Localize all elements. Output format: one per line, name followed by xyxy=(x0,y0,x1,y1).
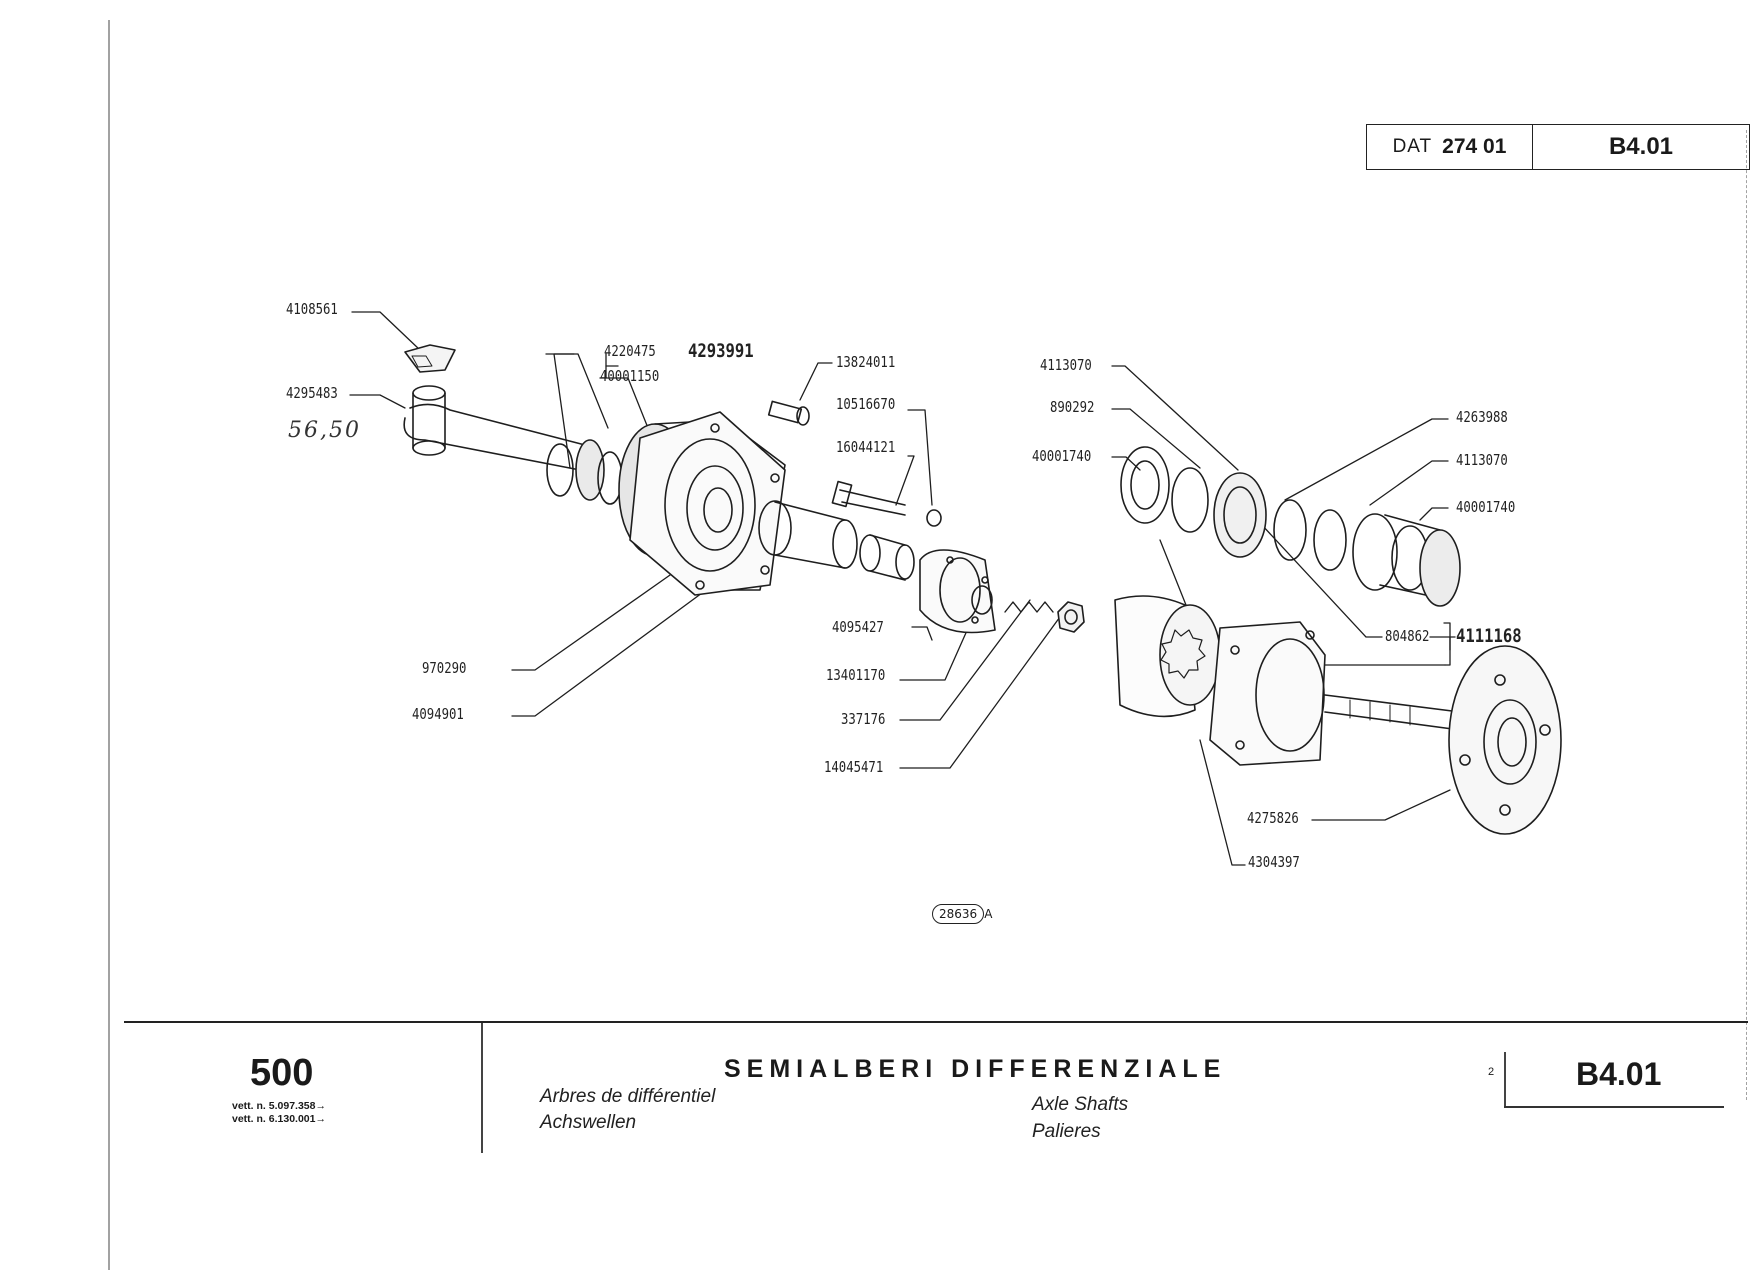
footer-separator-left xyxy=(481,1023,483,1153)
sheet-left-edge xyxy=(108,20,110,1270)
footer-rule xyxy=(124,1021,1748,1023)
label-40001150: 40001150 xyxy=(600,367,660,385)
code-cell: B4.01 xyxy=(1533,125,1749,169)
footer-code-underline xyxy=(1504,1106,1724,1108)
title-french: Arbres de différentiel xyxy=(540,1086,716,1107)
footer-separator-right xyxy=(1504,1052,1506,1108)
label-804862: 804862 xyxy=(1385,627,1430,645)
label-4304397: 4304397 xyxy=(1248,853,1300,871)
right-hub-assembly xyxy=(1114,595,1562,835)
vehicle-serial-2: vett. n. 6.130.001→ xyxy=(232,1113,326,1125)
label-13824011: 13824011 xyxy=(836,353,896,371)
title-german: Achswellen xyxy=(540,1112,637,1133)
label-4263988: 4263988 xyxy=(1456,408,1508,426)
vehicle-serial-1: vett. n. 5.097.358→ xyxy=(232,1100,326,1112)
title-italian: SEMIALBERI DIFFERENZIALE xyxy=(724,1055,1227,1083)
label-14045471: 14045471 xyxy=(824,758,884,776)
title-english: Axle Shafts xyxy=(1032,1094,1129,1115)
label-970290: 970290 xyxy=(422,659,467,677)
label-40001740-left: 40001740 xyxy=(1032,447,1092,465)
label-4095427: 4095427 xyxy=(832,618,884,636)
label-4293991: 4293991 xyxy=(688,340,754,362)
header-code: B4.01 xyxy=(1608,133,1674,160)
label-16044121: 16044121 xyxy=(836,438,896,456)
page-number: 2 xyxy=(1488,1066,1495,1078)
figure-number: 28636 xyxy=(932,904,985,924)
label-337176: 337176 xyxy=(841,710,886,728)
header-box: DAT 274 01 B4.01 xyxy=(1366,124,1750,170)
title-spanish: Palieres xyxy=(1032,1121,1101,1142)
label-4108561: 4108561 xyxy=(286,300,338,318)
label-10516670: 10516670 xyxy=(836,395,896,413)
figure-suffix: A xyxy=(984,907,993,921)
dat-number: 274 01 xyxy=(1442,135,1507,158)
label-4111168: 4111168 xyxy=(1456,625,1522,647)
label-4113070-right: 4113070 xyxy=(1456,451,1508,469)
label-4220475: 4220475 xyxy=(604,342,656,360)
label-4113070-upper: 4113070 xyxy=(1040,356,1092,374)
model-number: 500 xyxy=(250,1052,314,1094)
label-40001740-right: 40001740 xyxy=(1456,498,1516,516)
handwritten-note: 56,50 xyxy=(288,418,361,443)
label-890292: 890292 xyxy=(1050,398,1095,416)
label-4275826: 4275826 xyxy=(1247,809,1299,827)
footer-code: B4.01 xyxy=(1576,1056,1662,1092)
label-4094901: 4094901 xyxy=(412,705,464,723)
leader-lines xyxy=(349,311,1456,866)
label-4295483: 4295483 xyxy=(286,384,338,402)
dat-cell: DAT 274 01 xyxy=(1367,125,1533,169)
sheet-right-edge xyxy=(1746,130,1748,1100)
label-13401170: 13401170 xyxy=(826,666,886,684)
right-bearing-stack xyxy=(1120,446,1461,607)
left-shaft-assembly xyxy=(403,344,915,596)
small-hardware xyxy=(767,400,1085,634)
dat-label: DAT xyxy=(1392,136,1433,157)
